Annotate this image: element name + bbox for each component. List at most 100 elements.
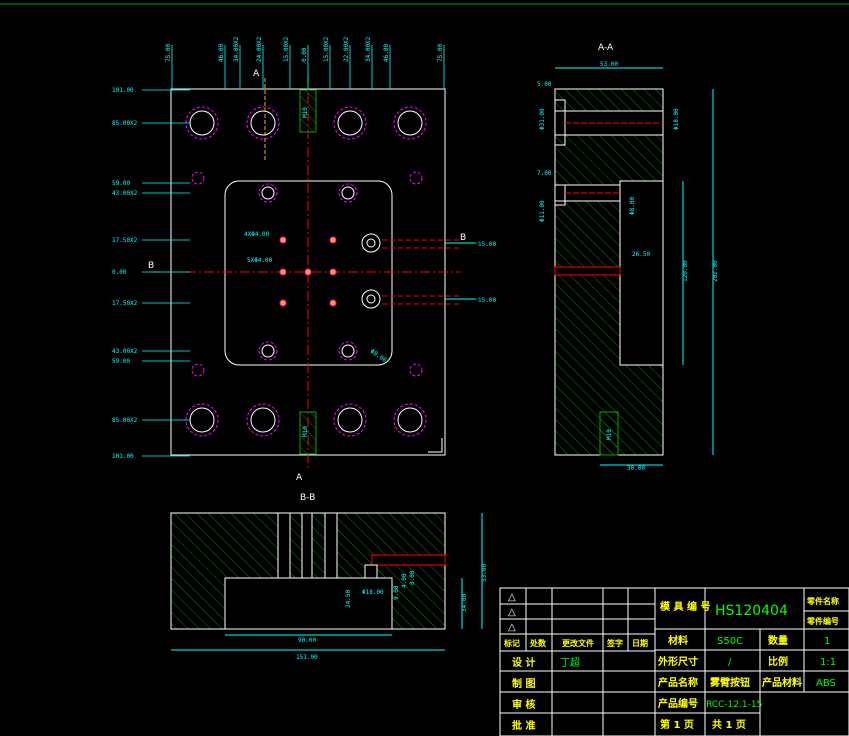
bb-title: B-B bbox=[300, 493, 315, 503]
slot-bottom bbox=[299, 411, 317, 455]
aa-dim: 202.00 bbox=[712, 260, 719, 282]
bb-channel bbox=[371, 554, 446, 566]
scale: 1:1 bbox=[820, 657, 836, 668]
ejector-hole bbox=[279, 299, 287, 307]
screw-hole bbox=[191, 363, 205, 377]
right-dim: 15.00 bbox=[478, 241, 496, 248]
pin-hole-outer bbox=[258, 183, 278, 203]
aa-dim: 7.00 bbox=[537, 170, 552, 177]
top-dim-label: 46.00 bbox=[383, 44, 390, 62]
left-dim-label: 43.00X2 bbox=[112, 348, 138, 355]
left-dim-label: 101.00 bbox=[112, 453, 134, 460]
product-no-label: 产品编号 bbox=[658, 697, 698, 710]
section-aa-view: A-A 53.00 5.00 Φ31.00 Φ18.00 7.00 Φ11.00… bbox=[537, 43, 719, 472]
left-dim-label: 43.00X2 bbox=[112, 190, 138, 197]
top-dim-label: 34.00X2 bbox=[233, 36, 240, 62]
ejector-hole bbox=[279, 268, 287, 276]
cooling-hole bbox=[361, 233, 381, 253]
aa-dim: 30.00 bbox=[627, 465, 645, 472]
top-dim-label: 15.00X2 bbox=[283, 36, 290, 62]
top-dim-label: 0.00 bbox=[301, 47, 308, 62]
guide-hole bbox=[250, 407, 276, 433]
bb-dim: 24.50 bbox=[345, 590, 352, 608]
ejector-hole bbox=[329, 236, 337, 244]
screw-hole bbox=[409, 363, 423, 377]
header-cell: 标记 bbox=[503, 638, 520, 648]
product-name: 雾臂按钮 bbox=[709, 676, 750, 689]
mold-no-label: 模 具 编 号 bbox=[660, 600, 710, 613]
aa-thread bbox=[599, 411, 619, 456]
section-a-top: A bbox=[253, 69, 260, 79]
hole-callout: 5XΦ4.00 bbox=[247, 257, 273, 264]
pin-hole bbox=[261, 344, 275, 358]
cooling-hole-inner bbox=[366, 238, 376, 248]
aa-title: A-A bbox=[598, 43, 614, 53]
material-label: 材料 bbox=[668, 634, 688, 647]
bb-dim: 90.00 bbox=[298, 637, 316, 644]
header-cell: 日期 bbox=[632, 638, 648, 648]
pin-hole bbox=[341, 344, 355, 358]
slot-top bbox=[299, 89, 317, 133]
pin-hole-outer bbox=[258, 341, 278, 361]
revision-mark: △ bbox=[508, 592, 516, 603]
mold-no: HS120404 bbox=[715, 603, 788, 619]
bb-bore bbox=[277, 512, 291, 579]
counterbore-circle bbox=[185, 106, 219, 140]
guide-hole bbox=[397, 110, 423, 136]
material: S50C bbox=[717, 636, 743, 647]
bb-dim: 8.00 bbox=[409, 570, 416, 585]
ejector-hole bbox=[304, 268, 312, 276]
aa-dim: 120.00 bbox=[682, 260, 689, 282]
aa-dim: 5.00 bbox=[537, 81, 552, 88]
sheet-label: 第 1 页 bbox=[660, 718, 694, 731]
hole-callout: Φ8.00 bbox=[369, 348, 388, 364]
section-b-left: B bbox=[148, 261, 154, 271]
left-dimensions: 101.0085.00X259.0043.00X217.50X20.0017.5… bbox=[112, 87, 190, 460]
guide-hole bbox=[189, 110, 215, 136]
section-bb-view: B-B 90.00 151.00 24.50 Φ18.00 9.00 4.00 … bbox=[170, 493, 488, 661]
screw-hole bbox=[191, 171, 205, 185]
bb-dim: 4.00 bbox=[401, 573, 408, 588]
pin-hole bbox=[341, 186, 355, 200]
bb-bore bbox=[324, 512, 338, 579]
part-no-label: 零件编号 bbox=[806, 616, 839, 626]
ejector-hole bbox=[329, 299, 337, 307]
counterbore-circle bbox=[333, 106, 367, 140]
ejector-hole bbox=[279, 236, 287, 244]
designer-name: 丁超 bbox=[560, 656, 580, 669]
guide-hole bbox=[397, 407, 423, 433]
bb-dim: Φ18.00 bbox=[362, 589, 384, 596]
right-dim: 15.00 bbox=[478, 297, 496, 304]
row-label: 批 准 bbox=[512, 719, 535, 732]
counterbore-circle bbox=[393, 106, 427, 140]
left-dim-label: 85.00X2 bbox=[112, 120, 138, 127]
bb-dim: 9.00 bbox=[393, 585, 400, 600]
product-name-label: 产品名称 bbox=[658, 676, 698, 689]
bb-dim: 53.00 bbox=[481, 564, 488, 582]
guide-hole bbox=[250, 110, 276, 136]
counterbore-circle bbox=[246, 106, 280, 140]
guide-hole bbox=[337, 110, 363, 136]
left-dim-label: 17.50X2 bbox=[112, 300, 138, 307]
hole-callout: 4XΦ4.00 bbox=[244, 231, 270, 238]
qty-label: 数量 bbox=[768, 634, 788, 647]
bb-dim: 151.00 bbox=[296, 654, 318, 661]
left-dim-label: 85.00X2 bbox=[112, 417, 138, 424]
aa-dim: M10 bbox=[606, 429, 613, 440]
pin-hole-outer bbox=[338, 341, 358, 361]
aa-dim: Φ31.00 bbox=[539, 108, 546, 130]
left-dim-label: 0.00 bbox=[112, 269, 127, 276]
guide-hole bbox=[337, 407, 363, 433]
top-dim-label: 34.00X2 bbox=[365, 36, 372, 62]
bb-port bbox=[364, 564, 378, 579]
total-label: 共 1 页 bbox=[712, 718, 746, 731]
bb-dim: 34.00 bbox=[461, 594, 468, 612]
title-block-frame bbox=[499, 587, 849, 736]
thread-callout: M10 bbox=[302, 426, 309, 437]
guide-hole bbox=[189, 407, 215, 433]
bb-pocket bbox=[224, 577, 393, 630]
pin-hole-outer bbox=[338, 183, 358, 203]
thread-callout: M10 bbox=[302, 107, 309, 118]
section-a-bottom: A bbox=[296, 473, 303, 483]
